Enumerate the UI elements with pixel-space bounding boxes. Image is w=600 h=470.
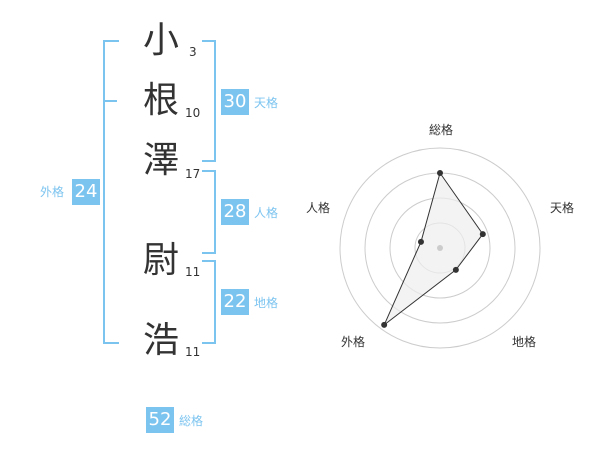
jinkaku-value: 28 [221, 199, 249, 225]
outer-bracket [103, 40, 119, 344]
jinkaku-label: 人格 [254, 206, 279, 220]
chikaku-value: 22 [221, 289, 249, 315]
stroke-count-4: 11 [185, 265, 201, 279]
radar-label-chikaku: 地格 [512, 334, 536, 349]
radar-point-jinkaku [417, 238, 424, 245]
stroke-count-3: 17 [185, 167, 201, 181]
soukaku-label: 総格 [179, 414, 204, 428]
radar-point-chikaku [452, 266, 459, 273]
radar-ring [414, 222, 466, 274]
radar-label-gaikaku: 外格 [341, 334, 365, 349]
radar-label-jinkaku: 人格 [306, 200, 330, 215]
tenkaku-label: 天格 [254, 96, 279, 110]
name-char-5: 浩 [143, 320, 180, 361]
gaikaku-label: 外格 [40, 185, 65, 199]
name-char-4: 尉 [143, 240, 180, 281]
radar-point-tenkaku [479, 231, 486, 238]
name-char-1: 小 [143, 20, 180, 61]
radar-ring [364, 172, 516, 324]
gaikaku-value: 24 [72, 179, 100, 205]
radar-point-soukaku [437, 170, 443, 176]
radar-center-dot [437, 245, 443, 251]
name-char-3: 澤 [143, 140, 180, 181]
radar-label-tenkaku: 天格 [550, 200, 574, 215]
radar-point-gaikaku [381, 321, 388, 328]
outer-bracket-tick [103, 100, 117, 102]
jinkaku-bracket [202, 170, 216, 254]
soukaku-value: 52 [146, 407, 174, 433]
chikaku-bracket [202, 260, 216, 344]
name-char-2: 根 [143, 80, 180, 121]
radar-label-soukaku: 総格 [429, 122, 453, 137]
stroke-count-5: 11 [185, 345, 201, 359]
radar-ring [389, 197, 491, 299]
tenkaku-value: 30 [221, 89, 249, 115]
stroke-count-2: 10 [185, 106, 201, 120]
chikaku-label: 地格 [254, 296, 279, 310]
tenkaku-bracket [202, 40, 216, 162]
radar-polygon [383, 171, 484, 326]
radar-ring [339, 147, 541, 349]
stroke-count-1: 3 [189, 45, 197, 59]
